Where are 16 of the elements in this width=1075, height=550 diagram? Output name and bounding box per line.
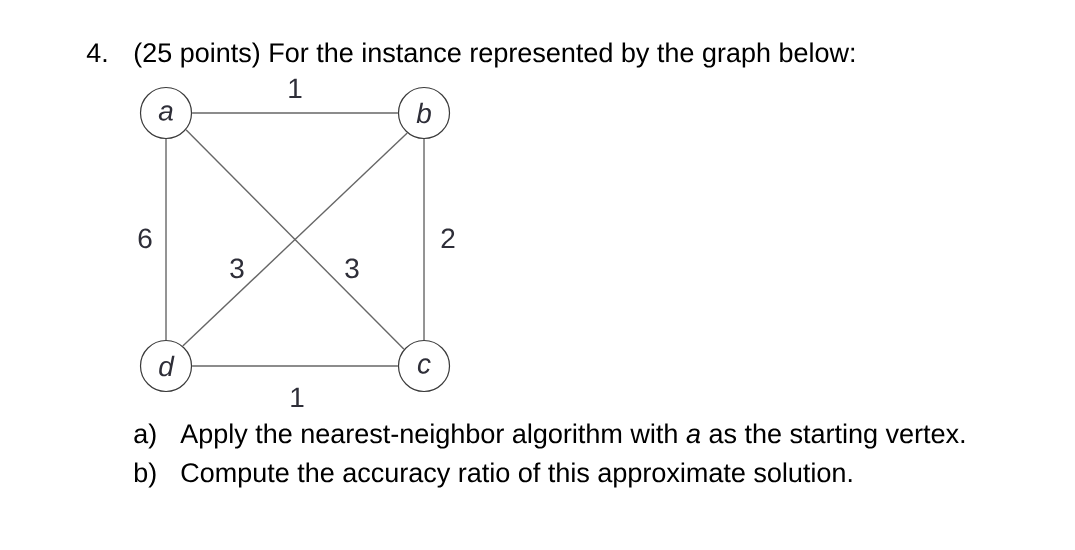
edge-label: 3 [230, 258, 244, 279]
edge-line [423, 138, 425, 341]
question-number: 4. [86, 43, 107, 62]
item-letter: a) [134, 423, 156, 449]
question-text: (25 points) For the instance represented by the graph below: [134, 42, 855, 68]
edge-line [191, 365, 399, 367]
item-text: Compute the accuracy ratio of this approximate solution. [181, 462, 852, 488]
edge-label: 1 [289, 78, 302, 98]
edge-label: 2 [441, 228, 455, 248]
edge-line [191, 112, 399, 114]
item-letter: b) [134, 462, 156, 488]
edge-line [165, 138, 167, 341]
edge-label: 6 [138, 228, 152, 249]
item-text: Apply the nearest-neighbor algorithm with a as the starting vertex. [180, 423, 965, 449]
edge-label: 1 [291, 387, 304, 407]
edge-label: 3 [345, 258, 359, 279]
